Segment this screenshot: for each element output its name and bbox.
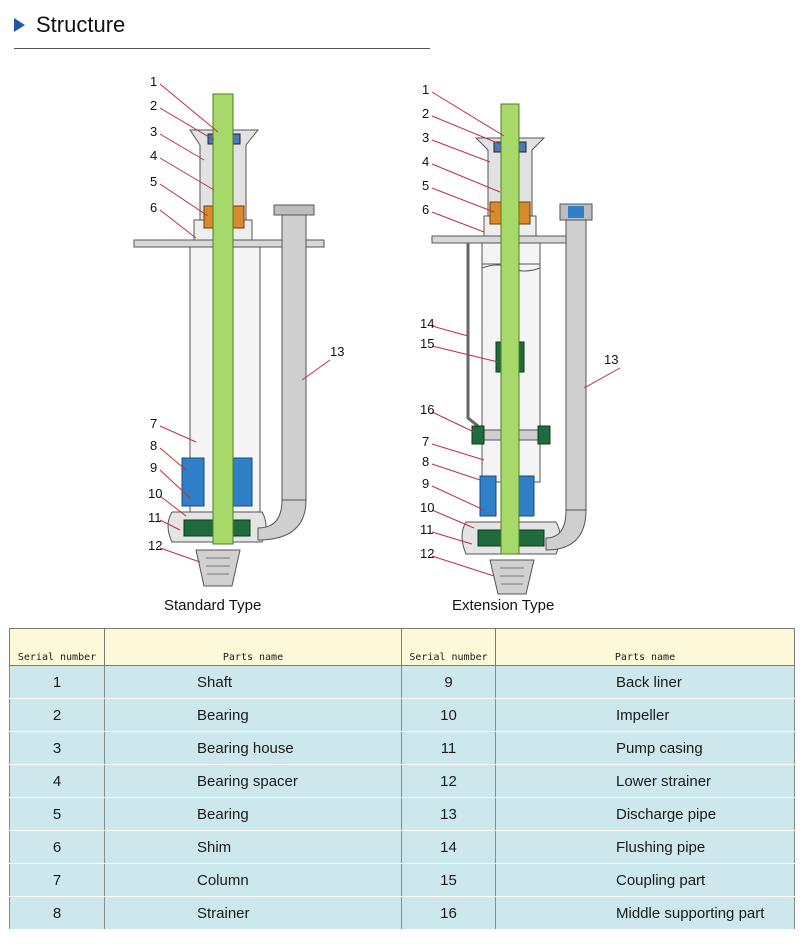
serial-number-cell-2: 9 [401, 665, 496, 699]
discharge-pipe [281, 209, 307, 501]
callout-std-3: 3 [150, 124, 157, 139]
callout-std-12: 12 [148, 538, 162, 553]
discharge-flange [273, 204, 315, 216]
serial-number-cell: 3 [9, 731, 105, 765]
callout-ext-5: 5 [422, 178, 429, 193]
part-name-cell-2: Lower strainer [495, 764, 795, 798]
extension-callouts: 1 2 3 4 5 6 14 15 13 16 7 8 9 10 11 12 [420, 82, 621, 577]
ext-strainer-left [479, 475, 497, 517]
callout-ext-7: 7 [422, 434, 429, 449]
callout-ext-15: 15 [420, 336, 434, 351]
callout-std-11: 11 [148, 510, 162, 525]
callout-ext-9: 9 [422, 476, 429, 491]
callout-ext-14: 14 [420, 316, 434, 331]
ext-shaft [500, 103, 520, 555]
part-name-cell: Shaft [104, 665, 402, 699]
callout-ext-16: 16 [420, 402, 434, 417]
serial-number-cell-2: 12 [401, 764, 496, 798]
section-title: Structure [36, 12, 126, 37]
callout-ext-13: 13 [604, 352, 618, 367]
callout-ext-8: 8 [422, 454, 429, 469]
callout-std-2: 2 [150, 98, 157, 113]
part-name-cell-2: Impeller [495, 698, 795, 732]
part-name-cell: Bearing spacer [104, 764, 402, 798]
caption-extension-type: Extension Type [452, 597, 555, 614]
serial-number-cell-2: 13 [401, 797, 496, 831]
pump-structure-diagram: 1 2 3 4 5 6 7 8 9 10 11 12 13 [133, 74, 621, 595]
serial-number-cell: 4 [9, 764, 105, 798]
callout-ext-1: 1 [422, 82, 429, 97]
callout-std-9: 9 [150, 460, 157, 475]
serial-number-cell: 1 [9, 665, 105, 699]
caption-standard-type: Standard Type [164, 597, 262, 614]
ext-discharge-pipe [565, 219, 587, 511]
serial-number-cell-2: 16 [401, 896, 496, 930]
callout-std-13: 13 [330, 344, 344, 359]
standard-callouts: 1 2 3 4 5 6 7 8 9 10 11 12 13 [148, 74, 344, 563]
callout-ext-10: 10 [420, 500, 434, 515]
callout-std-5: 5 [150, 174, 157, 189]
table-header-row: Serial number Parts name Serial number P… [9, 628, 795, 666]
serial-number-cell-2: 14 [401, 830, 496, 864]
header-parts-name-2: Parts name [495, 628, 795, 666]
callout-ext-3: 3 [422, 130, 429, 145]
ext-lower-strainer [489, 559, 535, 595]
serial-number-cell: 6 [9, 830, 105, 864]
part-name-cell-2: Pump casing [495, 731, 795, 765]
shaft [212, 93, 234, 545]
callout-ext-11: 11 [420, 522, 434, 537]
callout-ext-4: 4 [422, 154, 429, 169]
parts-table: Serial number Parts name Serial number P… [9, 628, 795, 930]
ext-discharge-elbow [545, 509, 587, 551]
part-name-cell-2: Flushing pipe [495, 830, 795, 864]
callout-std-6: 6 [150, 200, 157, 215]
part-name-cell-2: Back liner [495, 665, 795, 699]
flushing-pipe [466, 243, 479, 428]
discharge-elbow [257, 499, 307, 541]
callout-std-10: 10 [148, 486, 162, 501]
serial-number-cell-2: 15 [401, 863, 496, 897]
part-name-cell: Bearing house [104, 731, 402, 765]
header-parts-name: Parts name [104, 628, 402, 666]
section-header: Structure [14, 10, 430, 49]
ext-strainer-right [517, 475, 535, 517]
serial-number-cell-2: 11 [401, 731, 496, 765]
part-name-cell: Strainer [104, 896, 402, 930]
callout-ext-12: 12 [420, 546, 434, 561]
serial-number-cell-2: 10 [401, 698, 496, 732]
serial-number-cell: 7 [9, 863, 105, 897]
part-name-cell: Column [104, 863, 402, 897]
strainer-left [181, 457, 205, 507]
part-name-cell: Bearing [104, 797, 402, 831]
callout-std-8: 8 [150, 438, 157, 453]
part-name-cell: Bearing [104, 698, 402, 732]
extension-type-pump: 1 2 3 4 5 6 14 15 13 16 7 8 9 10 11 12 [420, 82, 621, 595]
callout-ext-2: 2 [422, 106, 429, 121]
header-serial-number-2: Serial number [401, 628, 496, 666]
callout-ext-6: 6 [422, 202, 429, 217]
part-name-cell-2: Middle supporting part [495, 896, 795, 930]
lower-strainer [195, 549, 241, 587]
part-name-cell-2: Coupling part [495, 863, 795, 897]
header-serial-number: Serial number [9, 628, 105, 666]
standard-type-pump: 1 2 3 4 5 6 7 8 9 10 11 12 13 [133, 74, 344, 587]
part-name-cell-2: Discharge pipe [495, 797, 795, 831]
part-name-cell: Shim [104, 830, 402, 864]
callout-std-4: 4 [150, 148, 157, 163]
serial-number-cell: 2 [9, 698, 105, 732]
callout-std-1: 1 [150, 74, 157, 89]
serial-number-cell: 5 [9, 797, 105, 831]
serial-number-cell: 8 [9, 896, 105, 930]
callout-std-7: 7 [150, 416, 157, 431]
triangle-bullet-icon [14, 18, 25, 32]
